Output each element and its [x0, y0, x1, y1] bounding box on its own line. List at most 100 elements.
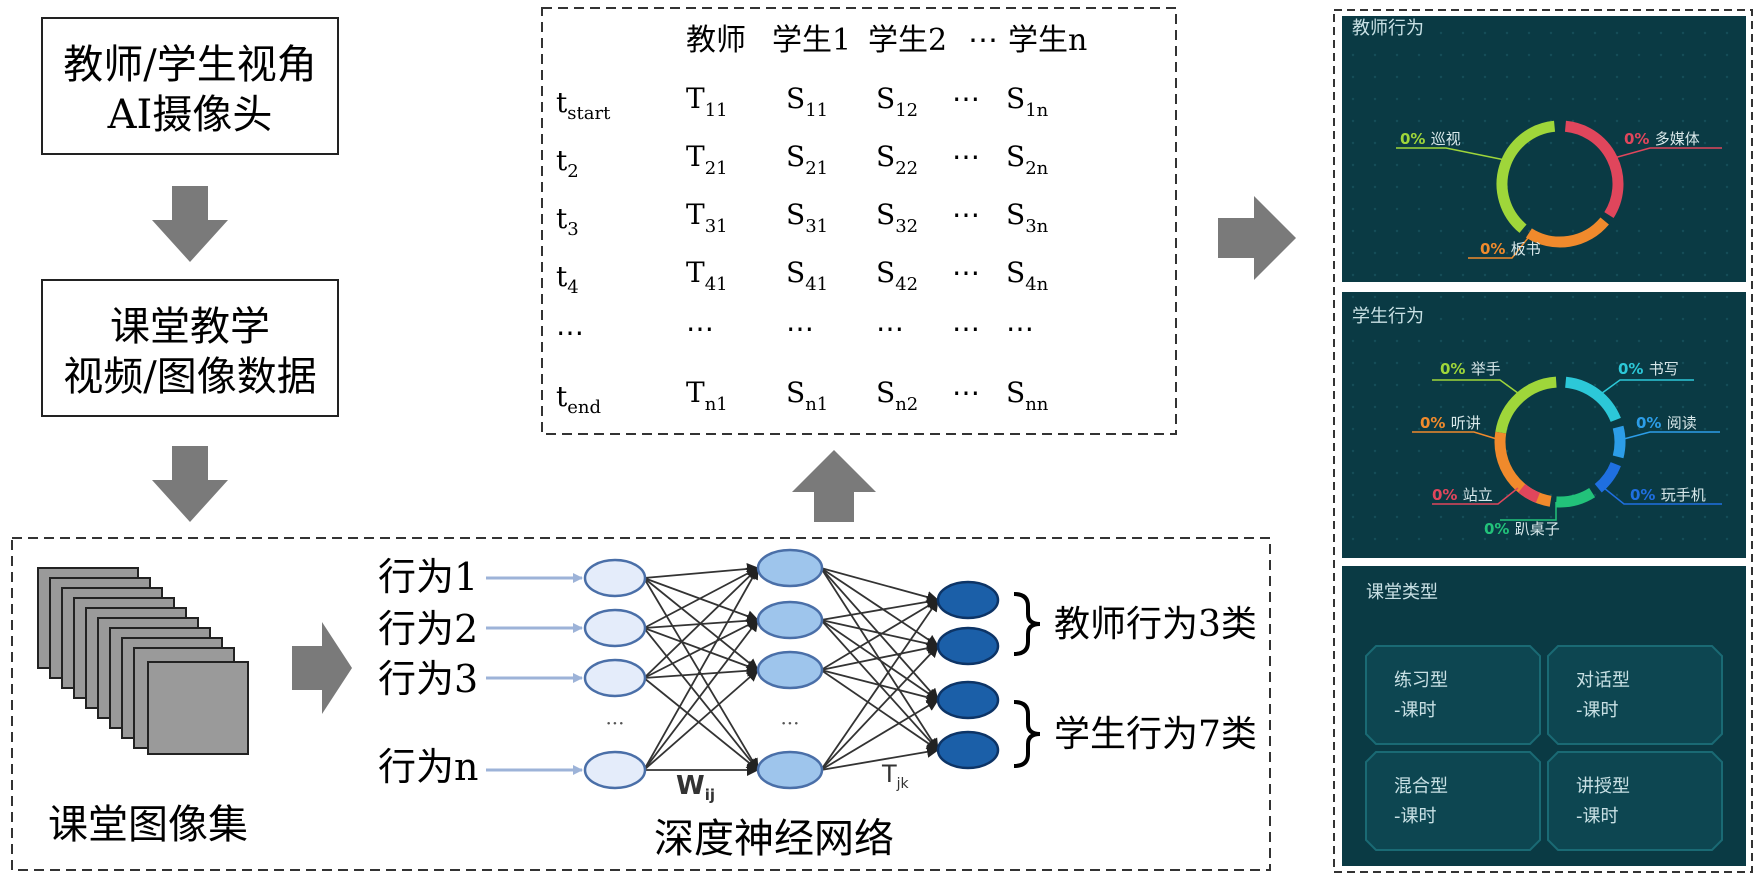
- connection-in: [643, 619, 759, 771]
- matrix-cell: Snn: [1006, 376, 1049, 415]
- matrix-cell: Tn1: [686, 376, 728, 415]
- matrix-time: tend: [556, 380, 601, 418]
- student-panel-title: 学生行为: [1352, 306, 1424, 327]
- hidden-node: [756, 600, 824, 640]
- matrix-cell: S3n: [1006, 198, 1049, 237]
- matrix-cell: ⋯: [952, 82, 980, 115]
- weight-out-label: Tjk: [881, 760, 910, 792]
- classroom-card-name: 混合型: [1394, 776, 1448, 797]
- matrix-cell: S22: [876, 140, 918, 179]
- matrix-cell: Sn2: [876, 376, 918, 415]
- matrix-cell: S41: [786, 256, 828, 295]
- image-stack: [37, 567, 249, 755]
- donut-label: 0% 举手: [1440, 360, 1501, 378]
- connection-out: [820, 599, 939, 771]
- connection-out: [820, 595, 939, 621]
- matrix-cell: ⋯: [786, 312, 814, 345]
- matrix-time: t2: [556, 144, 579, 182]
- up-arrow-matrix: [792, 450, 876, 522]
- output-node: [936, 730, 1000, 770]
- matrix-time: t3: [556, 202, 579, 240]
- donut-segment: [1496, 120, 1556, 233]
- matrix-cell: S42: [876, 256, 918, 295]
- matrix-cell: S2n: [1006, 140, 1049, 179]
- connection-out: [820, 745, 939, 771]
- matrix-cell: ⋯: [952, 376, 980, 409]
- matrix-header: ⋯: [968, 23, 998, 58]
- student-class-label: 学生行为7类: [1054, 714, 1257, 755]
- video-data-box: [41, 279, 339, 417]
- input-node: [583, 658, 647, 698]
- connection-out: [820, 669, 939, 751]
- leader-line: [1468, 237, 1529, 259]
- classroom-card-name: 讲授型: [1576, 776, 1630, 797]
- down-arrow-1: [152, 186, 228, 262]
- input-node: [583, 608, 647, 648]
- donut-segment: [1555, 487, 1596, 508]
- donut-label: 0% 站立: [1432, 486, 1493, 504]
- matrix-header: 教师: [686, 23, 746, 58]
- input-label-n: 行为n: [378, 745, 478, 789]
- matrix-time: tstart: [556, 86, 611, 124]
- donut-label: 0% 板书: [1480, 240, 1541, 258]
- network-label: 深度神经网络: [654, 816, 894, 862]
- classroom-card-name: 对话型: [1576, 670, 1630, 691]
- leader-line: [1619, 431, 1720, 441]
- neural-network: ······: [486, 548, 1000, 790]
- matrix-header: 学生2: [868, 23, 947, 58]
- donut-segment: [1495, 376, 1557, 434]
- hidden-node: [756, 548, 824, 588]
- matrix-cell: ⋯: [876, 312, 904, 345]
- matrix-cell: ⋯: [1006, 312, 1034, 345]
- matrix-cell: ⋯: [952, 256, 980, 289]
- connection-in: [643, 669, 759, 771]
- donut-segment: [1564, 376, 1621, 423]
- leader-line: [1432, 379, 1523, 397]
- classroom-card: [1547, 751, 1723, 851]
- connection-out: [820, 567, 939, 647]
- input-label-2: 行为2: [378, 607, 478, 651]
- weight-in-label: Wij: [676, 771, 715, 804]
- leader-line: [1613, 147, 1722, 159]
- connection-out: [820, 642, 939, 671]
- matrix-cell: T21: [686, 140, 728, 179]
- matrix-header: 学生1: [772, 23, 851, 58]
- matrix-time: ⋯: [556, 316, 584, 349]
- connection-in: [643, 619, 759, 679]
- connection-in: [643, 567, 759, 679]
- matrix-cell: S32: [876, 198, 918, 237]
- matrix-time: t4: [556, 260, 579, 298]
- connection-out: [820, 619, 939, 650]
- hidden-node: [756, 650, 824, 690]
- leader-line: [1500, 502, 1557, 521]
- donut-label: 0% 听讲: [1420, 414, 1481, 432]
- teacher-panel-title: 教师行为: [1352, 18, 1424, 39]
- leader-line: [1597, 379, 1694, 397]
- matrix-cell: T11: [686, 82, 728, 121]
- input-node: [583, 750, 647, 790]
- leader-line: [1603, 487, 1722, 505]
- teacher-brace: [1013, 592, 1041, 656]
- classroom-card-value: -课时: [1394, 806, 1437, 827]
- matrix-cell: S4n: [1006, 256, 1049, 295]
- matrix-cell: S11: [786, 82, 828, 121]
- classroom-panel-title: 课堂类型: [1366, 582, 1438, 603]
- video-data-box-line2: 视频/图像数据: [63, 354, 316, 400]
- leader-line: [1396, 147, 1506, 161]
- matrix-cell: S1n: [1006, 82, 1049, 121]
- connection-out: [820, 699, 939, 771]
- donut-label: 0% 巡视: [1400, 130, 1461, 148]
- donut-segment: [1494, 431, 1552, 507]
- matrix-cell: T31: [686, 198, 728, 237]
- classroom-card-value: -课时: [1576, 806, 1619, 827]
- camera-box-line2: AI摄像头: [107, 92, 273, 138]
- network-region: [11, 537, 1271, 871]
- connection-out: [820, 599, 939, 671]
- connection-out: [820, 567, 939, 603]
- donut-label: 0% 多媒体: [1624, 130, 1700, 148]
